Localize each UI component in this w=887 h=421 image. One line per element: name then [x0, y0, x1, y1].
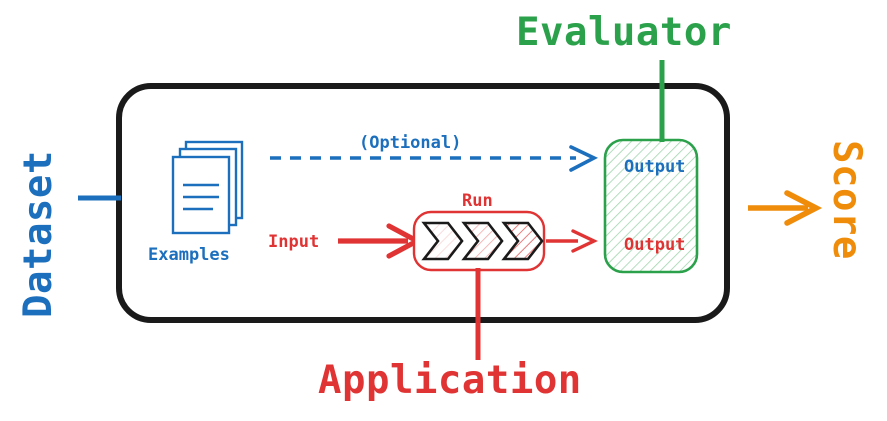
- examples-icon: [171, 140, 244, 235]
- output-label-actual: Output: [624, 235, 686, 255]
- examples-icon-lines: [183, 183, 219, 211]
- optional-edge-arrowhead: [569, 145, 599, 172]
- examples-label: Examples: [148, 245, 230, 265]
- evaluator-label: Evaluator: [516, 10, 732, 55]
- run-chevron-1: [421, 221, 464, 261]
- run-output-edge-arrowhead: [571, 229, 598, 253]
- run-label: Run: [462, 191, 493, 211]
- application-label: Application: [318, 358, 582, 403]
- pipeline-boundary: [116, 83, 730, 323]
- input-label: Input: [268, 232, 320, 252]
- optional-label: (Optional): [359, 133, 462, 153]
- score-label: Score: [824, 140, 869, 260]
- dataset-label: Dataset: [16, 150, 61, 318]
- run-chevron-3: [501, 221, 544, 261]
- output-label-reference: Output: [624, 157, 686, 177]
- score-edge-arrowhead: [784, 190, 823, 226]
- run-chevron-2: [461, 221, 504, 261]
- output-box: [603, 138, 699, 274]
